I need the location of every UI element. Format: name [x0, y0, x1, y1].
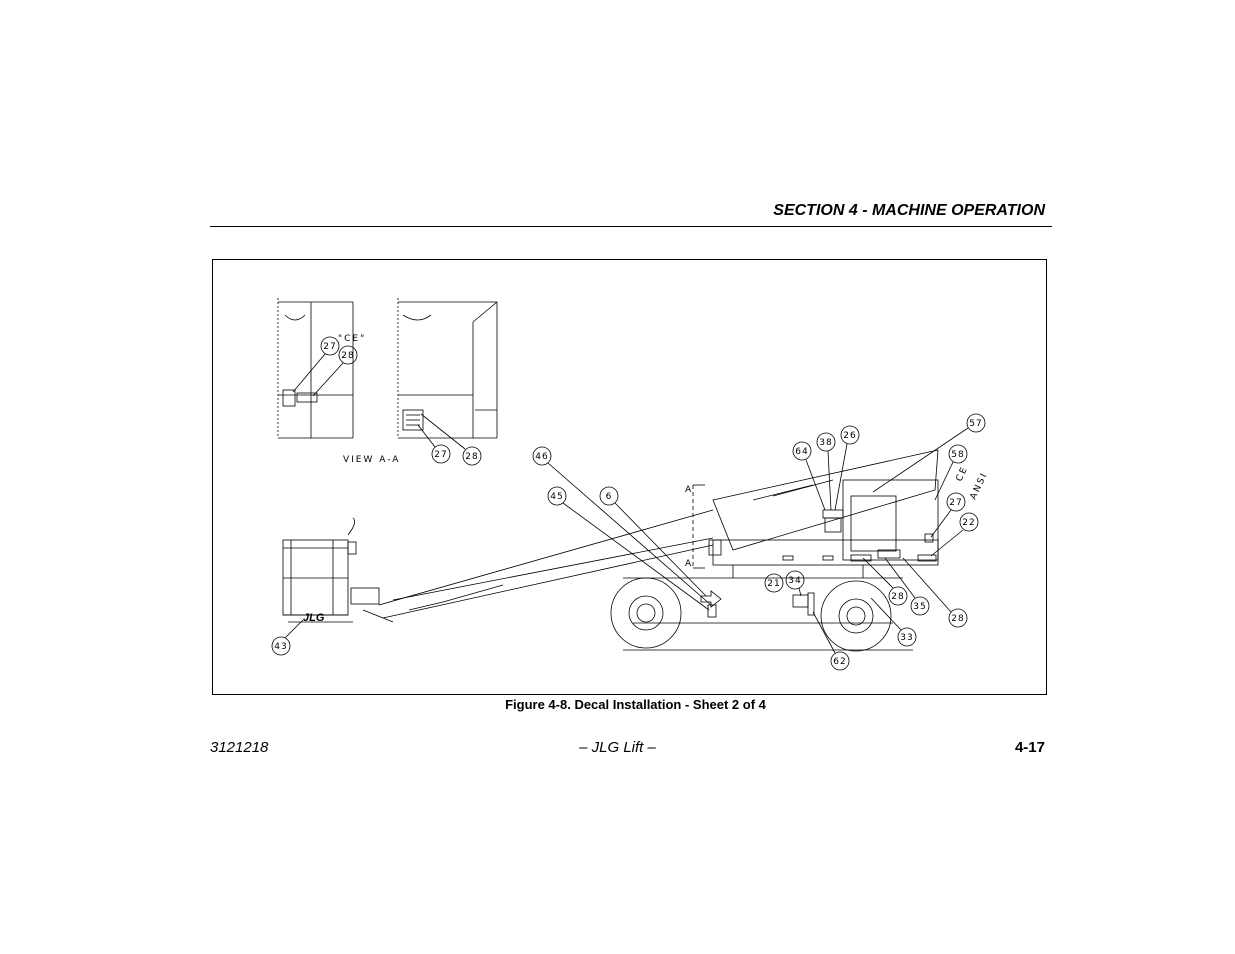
callout-58: 58	[934, 444, 968, 501]
svg-text:45: 45	[550, 492, 563, 502]
ansi-label: ANSI	[969, 471, 990, 502]
section-marker-top: A	[685, 485, 693, 495]
callout-28-a: 28	[862, 557, 908, 606]
svg-text:34: 34	[788, 576, 801, 586]
platform-basket	[282, 517, 357, 623]
svg-text:28: 28	[891, 592, 904, 602]
svg-text:58: 58	[951, 450, 964, 460]
callout-6: 6	[599, 486, 707, 597]
callout-view2-27: 27	[417, 424, 451, 464]
svg-text:27: 27	[434, 450, 447, 460]
svg-text:43: 43	[274, 642, 287, 652]
direction-arrow-icon	[700, 590, 722, 608]
callout-22: 22	[930, 512, 979, 557]
figure-caption: Figure 4-8. Decal Installation - Sheet 2…	[505, 697, 766, 712]
callout-view1-28: 28	[312, 345, 358, 397]
callout-27-main: 27	[930, 492, 966, 538]
svg-text:6: 6	[606, 492, 613, 502]
callout-26: 26	[834, 425, 860, 511]
callout-57: 57	[872, 413, 986, 493]
callout-38: 38	[816, 432, 836, 511]
svg-text:38: 38	[819, 438, 832, 448]
svg-text:26: 26	[843, 431, 856, 441]
page-number: 4-17	[1014, 739, 1045, 756]
callout-21: 21	[764, 573, 784, 593]
view-a-a-left-panel	[277, 298, 354, 439]
decal-installation-drawing: 27 28 "CE" 27	[271, 298, 990, 671]
svg-text:57: 57	[969, 419, 982, 429]
callout-view2-28: 28	[420, 413, 482, 466]
view-label: VIEW A-A	[343, 455, 400, 465]
svg-text:28: 28	[951, 614, 964, 624]
document-number: 3121218	[210, 739, 269, 756]
turntable	[692, 479, 939, 569]
callout-62: 62	[812, 611, 850, 671]
callout-28-b: 28	[902, 557, 968, 628]
section-marker-bottom: A	[685, 559, 693, 569]
svg-text:64: 64	[795, 447, 808, 457]
ce-label-view: "CE"	[338, 334, 366, 344]
callout-34: 34	[785, 570, 805, 597]
svg-text:28: 28	[341, 351, 354, 361]
callout-46: 46	[532, 446, 712, 606]
jlg-logo: JLG	[303, 612, 325, 624]
callout-33: 33	[870, 597, 917, 647]
callout-45: 45	[547, 486, 710, 611]
view-a-a-right-panel	[397, 298, 498, 439]
callout-43: 43	[271, 619, 304, 656]
svg-text:21: 21	[767, 579, 780, 589]
svg-text:46: 46	[535, 452, 548, 462]
svg-text:27: 27	[949, 498, 962, 508]
svg-text:62: 62	[833, 657, 846, 667]
header-rule	[210, 226, 1052, 227]
svg-text:27: 27	[323, 342, 336, 352]
section-title: SECTION 4 - MACHINE OPERATION	[773, 202, 1045, 219]
telescopic-boom	[350, 449, 939, 623]
rear-wheel	[820, 580, 892, 652]
callout-view1-27: 27	[292, 336, 340, 393]
svg-text:28: 28	[465, 452, 478, 462]
svg-text:33: 33	[900, 633, 913, 643]
svg-text:35: 35	[913, 602, 926, 612]
figure-frame: 27 28 "CE" 27	[212, 259, 1047, 695]
ce-label-main: CE	[955, 465, 971, 484]
footer-product-name: – JLG Lift –	[579, 739, 656, 756]
callout-64: 64	[792, 441, 826, 511]
front-wheel	[610, 577, 682, 649]
callout-35: 35	[884, 557, 930, 616]
chassis	[623, 565, 913, 651]
svg-text:22: 22	[962, 518, 975, 528]
